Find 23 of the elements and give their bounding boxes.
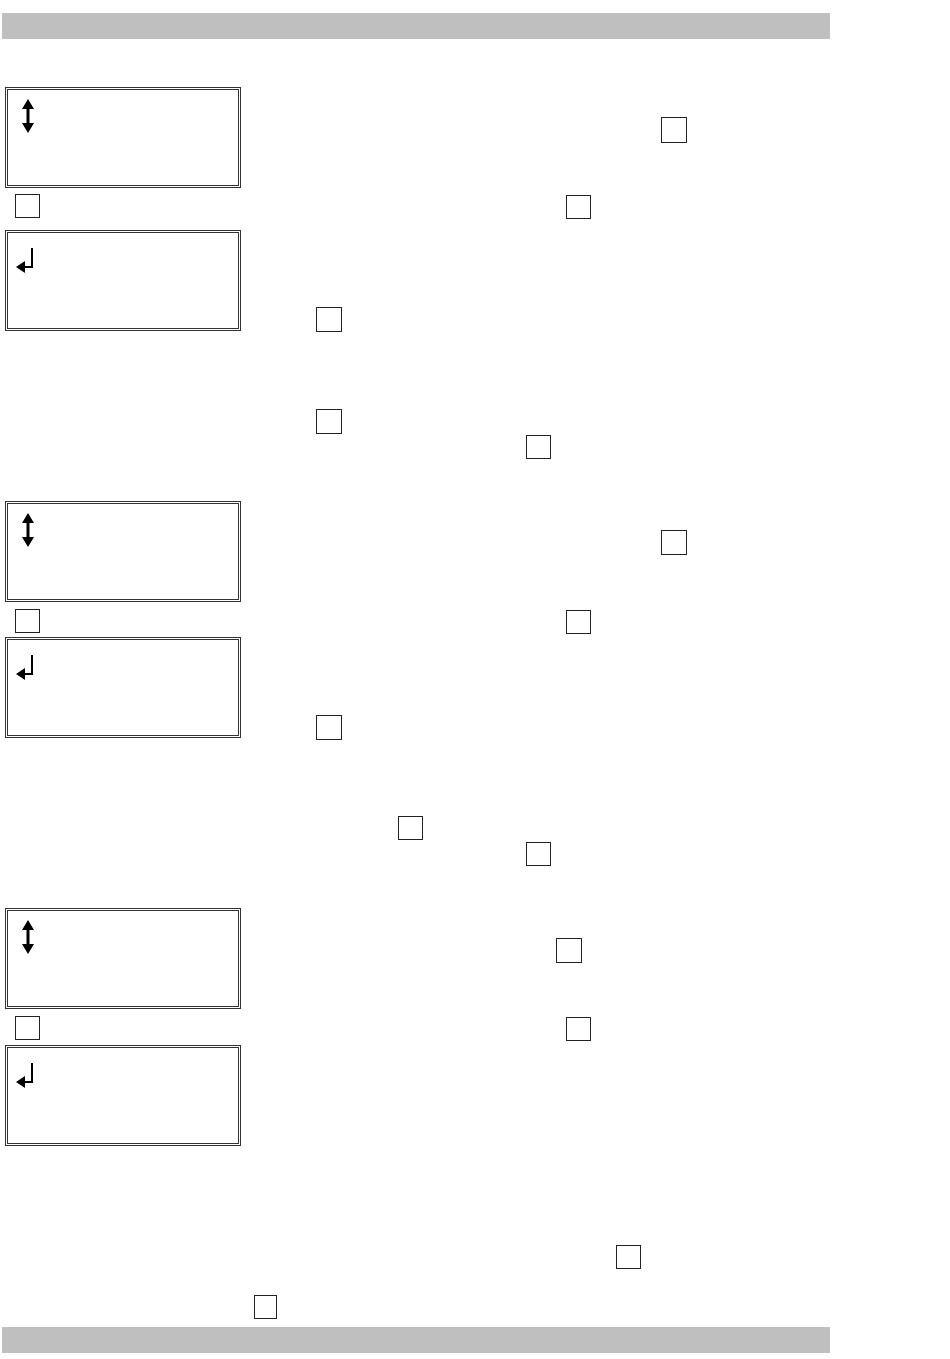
key-square (15, 609, 40, 633)
display-screen (5, 1045, 241, 1146)
key-square (566, 195, 591, 219)
key-square (15, 194, 40, 218)
key-square (526, 842, 551, 866)
key-square (566, 1017, 591, 1041)
display-screen (5, 230, 241, 331)
display-screen (5, 637, 241, 738)
display-screen (5, 87, 241, 188)
key-square (556, 938, 582, 963)
key-square (316, 307, 342, 332)
key-square (566, 610, 591, 634)
key-square (661, 117, 687, 143)
key-square (15, 1016, 40, 1040)
display-screen (5, 501, 241, 602)
key-square (254, 1295, 277, 1319)
key-square (616, 1245, 641, 1269)
key-square (661, 530, 687, 555)
key-square (526, 435, 551, 459)
display-screen (5, 908, 241, 1009)
key-square (316, 409, 342, 434)
key-square (316, 715, 342, 740)
key-square (398, 816, 423, 840)
